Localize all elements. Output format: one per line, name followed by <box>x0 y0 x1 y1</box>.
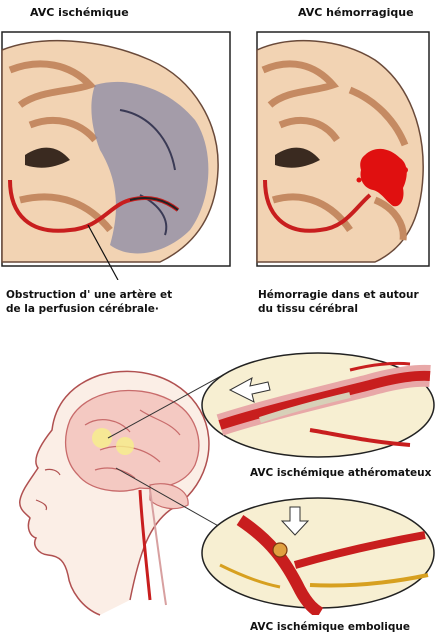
atheromatous-inset <box>200 350 439 465</box>
hemorrhagic-brain-illustration <box>255 30 435 280</box>
embolic-inset <box>200 495 439 615</box>
ischemic-caption-line1: Obstruction d' une artère et <box>6 288 172 302</box>
lesion-spot <box>116 437 134 455</box>
ischemic-brain-illustration <box>0 30 235 280</box>
hemorrhagic-title: AVC hémorragique <box>298 6 414 19</box>
hemorrhagic-caption-line1: Hémorragie dans et autour <box>258 288 419 302</box>
embolus <box>273 543 287 557</box>
ischemic-caption-line2: de la perfusion cérébrale· <box>6 302 159 316</box>
ischemic-title: AVC ischémique <box>30 6 129 19</box>
atheromatous-label: AVC ischémique athéromateux <box>250 466 431 480</box>
hemorrhagic-caption-line2: du tissu cérébral <box>258 302 358 316</box>
embolic-label: AVC ischémique embolique <box>250 620 410 634</box>
